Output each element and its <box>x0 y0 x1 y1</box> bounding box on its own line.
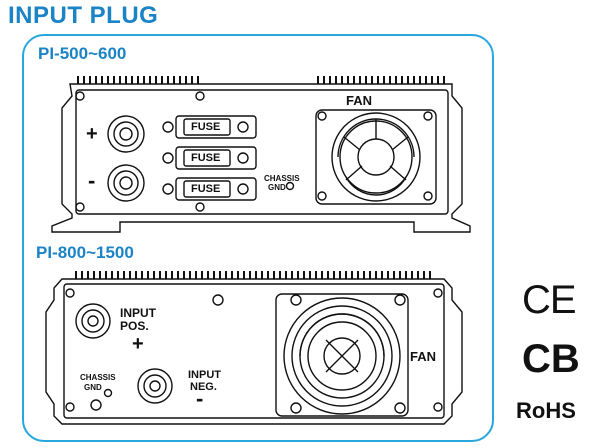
panel-small-fuse-label: FUSE <box>191 121 221 133</box>
panel-large-gnd-label: GND <box>84 383 102 392</box>
panel-small-terminal-positive <box>107 115 145 153</box>
panel-large-neg-label: NEG. <box>190 381 217 393</box>
model-name-small: PI-500~600 <box>38 44 127 63</box>
panel-large-positive-label: + <box>132 333 144 355</box>
ce-mark: CE <box>522 278 577 322</box>
panel-small-fuse-label: FUSE <box>191 152 221 164</box>
panel-large-input-neg-label: INPUT <box>188 369 221 381</box>
panel-large-input-pos-label: INPUT <box>120 306 156 320</box>
panel-large-fan <box>275 293 409 417</box>
panel-large-ribs <box>75 271 431 279</box>
rohs-mark: RoHS <box>516 398 576 423</box>
diagram-frame <box>22 34 494 442</box>
panel-small <box>51 76 471 233</box>
panel-small-fan-label: FAN <box>346 93 372 108</box>
panel-large <box>45 271 463 425</box>
panel-large-chassis-label: CHASSIS <box>80 373 116 382</box>
panel-small-positive-label: + <box>86 123 98 145</box>
panel-large-pos-label: POS. <box>120 319 149 333</box>
panel-large-terminal-negative <box>137 368 173 404</box>
panel-small-negative-label: - <box>88 168 96 193</box>
model-name-large: PI-800~1500 <box>36 243 134 262</box>
panel-small-housing <box>51 83 471 233</box>
panel-small-ribs <box>77 76 445 84</box>
panel-small-terminal-negative <box>107 164 145 202</box>
panel-small-gnd-label: GND <box>268 183 286 192</box>
panel-small-chassis-label: CHASSIS <box>264 174 300 183</box>
panel-large-housing <box>45 278 463 425</box>
panel-small-fuse-label: FUSE <box>191 183 221 195</box>
page-title: INPUT PLUG <box>8 2 159 29</box>
panel-large-terminal-positive <box>75 303 111 339</box>
panel-large-negative-label: - <box>196 386 204 411</box>
panel-small-fan <box>315 109 437 205</box>
panel-small-fuse-block <box>162 115 257 201</box>
cb-mark: CB <box>522 337 580 381</box>
panel-large-fan-label: FAN <box>410 349 436 364</box>
